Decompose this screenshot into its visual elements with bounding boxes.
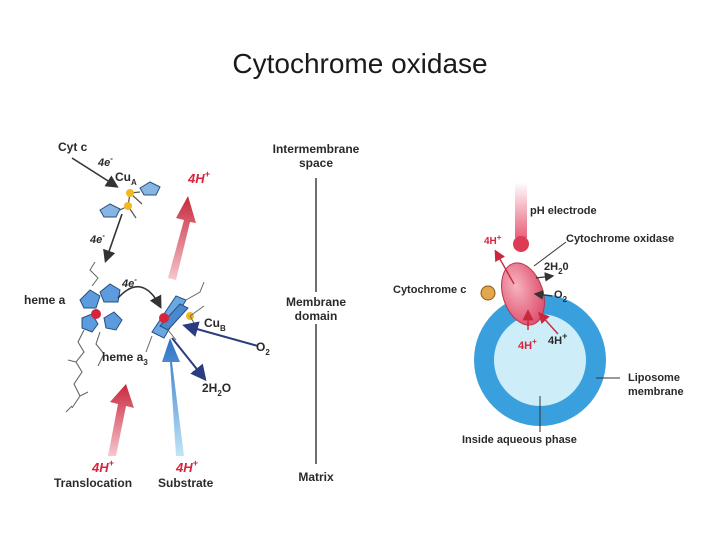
- intermembrane-label-1: Intermembrane: [273, 142, 360, 156]
- cua-atom-2: [124, 202, 132, 210]
- electron-label-2: 4e-: [89, 231, 105, 246]
- inside-aqueous-label: Inside aqueous phase: [462, 434, 577, 446]
- substrate-proton-label: 4H+: [175, 458, 199, 475]
- water-out-arrow: [535, 272, 555, 282]
- cytochrome-oxidase-label: Cytochrome oxidase: [566, 233, 674, 245]
- substrate-arrow: [162, 338, 184, 456]
- substrate-label: Substrate: [158, 476, 214, 490]
- ph-electrode-bulb: [513, 236, 529, 252]
- right-proton-in-label-2: 4H+: [548, 331, 567, 347]
- electron-label-1: 4e-: [97, 154, 113, 169]
- heme-a-structure: [65, 261, 123, 413]
- proton-out-label: 4H+: [187, 169, 211, 186]
- heme-a3-structure: [145, 281, 205, 353]
- left-panel: Cyt c 4e- CuA 4e-: [24, 140, 270, 490]
- o2-arrow: [182, 321, 259, 347]
- cua-cluster: [99, 181, 161, 219]
- membrane-domain-label-1: Membrane: [286, 295, 346, 309]
- translocation-arrow: [108, 384, 134, 456]
- cyt-c-label: Cyt c: [58, 140, 88, 154]
- water-arrow: [171, 337, 207, 382]
- heme-to-heme-arrow: [117, 286, 162, 309]
- water-label: 2H2O: [202, 381, 231, 398]
- proton-in-arrow-2: [538, 311, 559, 335]
- membrane-domain-label-2: domain: [295, 309, 338, 323]
- cub-label: CuB: [204, 316, 226, 333]
- cytochrome-c-molecule: [480, 285, 496, 301]
- right-panel: pH electrode Cytochrome c 4H+ Cytochrome…: [393, 182, 684, 446]
- cua-label: CuA: [115, 170, 137, 187]
- matrix-label: Matrix: [298, 470, 334, 484]
- right-o2-label: O2: [554, 289, 568, 304]
- o2-label: O2: [256, 340, 270, 357]
- right-proton-in-label-1: 4H+: [518, 337, 537, 352]
- cua-atom-1: [126, 189, 134, 197]
- ph-electrode-stem: [515, 182, 527, 238]
- cytochrome-oxidase-protein: [501, 262, 545, 326]
- right-proton-out-label: 4H+: [484, 233, 502, 247]
- liposome-label-2: membrane: [628, 386, 684, 398]
- cyt-c-arrow: [71, 157, 119, 188]
- o2-in-arrow: [533, 290, 553, 300]
- liposome-label-1: Liposome: [628, 372, 680, 384]
- heme-a3-label: heme a3: [102, 350, 148, 367]
- right-water-label: 2H20: [544, 261, 569, 276]
- cytochrome-c-label: Cytochrome c: [393, 284, 466, 296]
- slide-title: Cytochrome oxidase: [232, 48, 488, 79]
- ph-electrode-label: pH electrode: [530, 205, 597, 217]
- translocation-label: Translocation: [54, 476, 132, 490]
- inside-aqueous-phase: [494, 314, 586, 406]
- heme-a3-iron: [159, 313, 169, 323]
- membrane-axis: Intermembrane space Membrane domain Matr…: [273, 142, 360, 484]
- electron-label-3: 4e-: [121, 275, 137, 290]
- cua-to-heme-arrow: [103, 213, 123, 264]
- heme-a-iron: [91, 309, 101, 319]
- intermembrane-label-2: space: [299, 156, 333, 170]
- cyt-oxidase-pointer: [533, 241, 567, 267]
- pump-arrow-top: [168, 196, 196, 280]
- proton-out-arrow: [494, 249, 515, 285]
- translocation-proton-label: 4H+: [91, 458, 115, 475]
- heme-a-label: heme a: [24, 293, 66, 307]
